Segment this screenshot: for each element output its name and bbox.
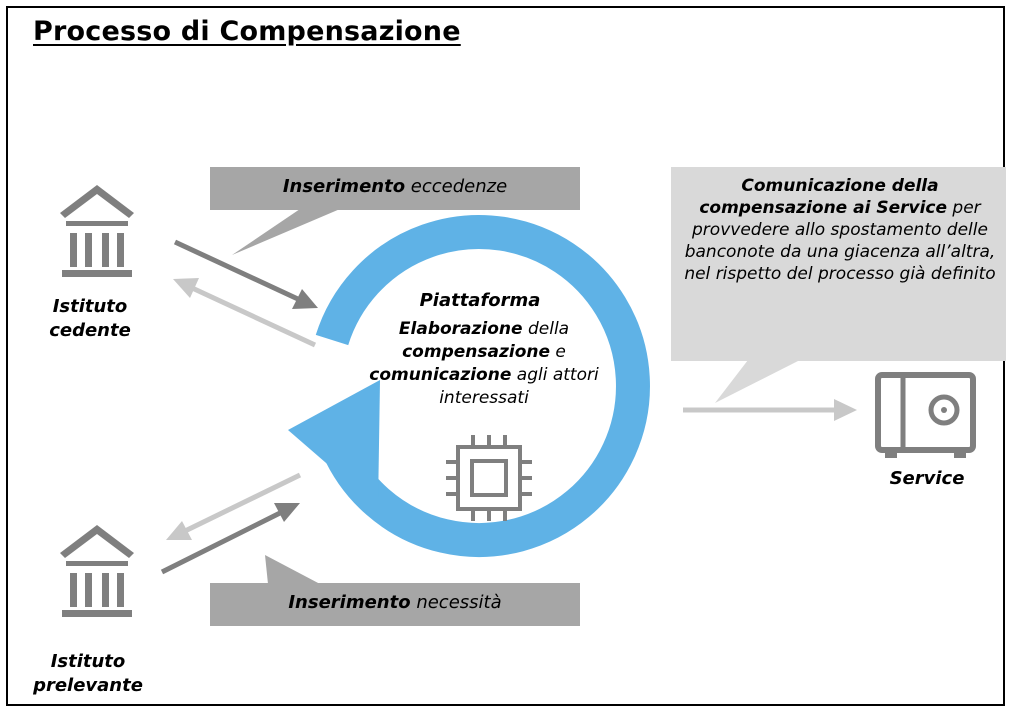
bank-icon [60, 525, 134, 617]
callout-service [671, 167, 1006, 403]
platform-description: Elaborazione della compensazione e comun… [368, 318, 600, 410]
istituto-cedente-label: Istituto cedente [49, 296, 131, 341]
service-callout-rest: per provvedere allo spostamento delle ba… [684, 198, 996, 284]
platform-desc-bold2: compensazione [402, 342, 551, 362]
callout-top-label: Inserimento eccedenze [210, 176, 580, 197]
callout-bottom-rest: necessità [410, 592, 502, 613]
cycle-arrow [288, 215, 650, 557]
service-callout-bold: Comunicazione della compensazione ai Ser… [699, 176, 948, 218]
callout-bottom-label: Inserimento necessità [210, 592, 580, 613]
istituto-prelevante-label: Istituto prelevante [33, 651, 143, 696]
platform-title: Piattaforma [419, 290, 541, 311]
arrows-prelevante [160, 472, 302, 575]
callout-top-bold: Inserimento [282, 176, 406, 197]
platform-desc-text1: della [522, 319, 570, 339]
safe-icon [875, 372, 976, 458]
service-label: Service [889, 468, 965, 489]
callout-top [210, 167, 580, 255]
platform-desc-text2: e [550, 342, 566, 362]
callout-top-rest: eccedenze [405, 176, 508, 197]
callout-bottom-bold: Inserimento [288, 592, 411, 613]
platform-desc-text3: agli attori interessati [439, 365, 599, 408]
page-title: Processo di Compensazione [33, 16, 461, 47]
arrows-cedente [173, 239, 318, 348]
bank-icon [60, 185, 134, 277]
platform-desc-bold1: Elaborazione [398, 319, 523, 339]
platform-desc-bold3: comunicazione [369, 365, 512, 385]
chip-icon [446, 435, 532, 521]
arrow-to-service [683, 399, 857, 421]
callout-bottom [210, 555, 580, 626]
service-callout-text: Comunicazione della compensazione ai Ser… [674, 175, 1006, 285]
